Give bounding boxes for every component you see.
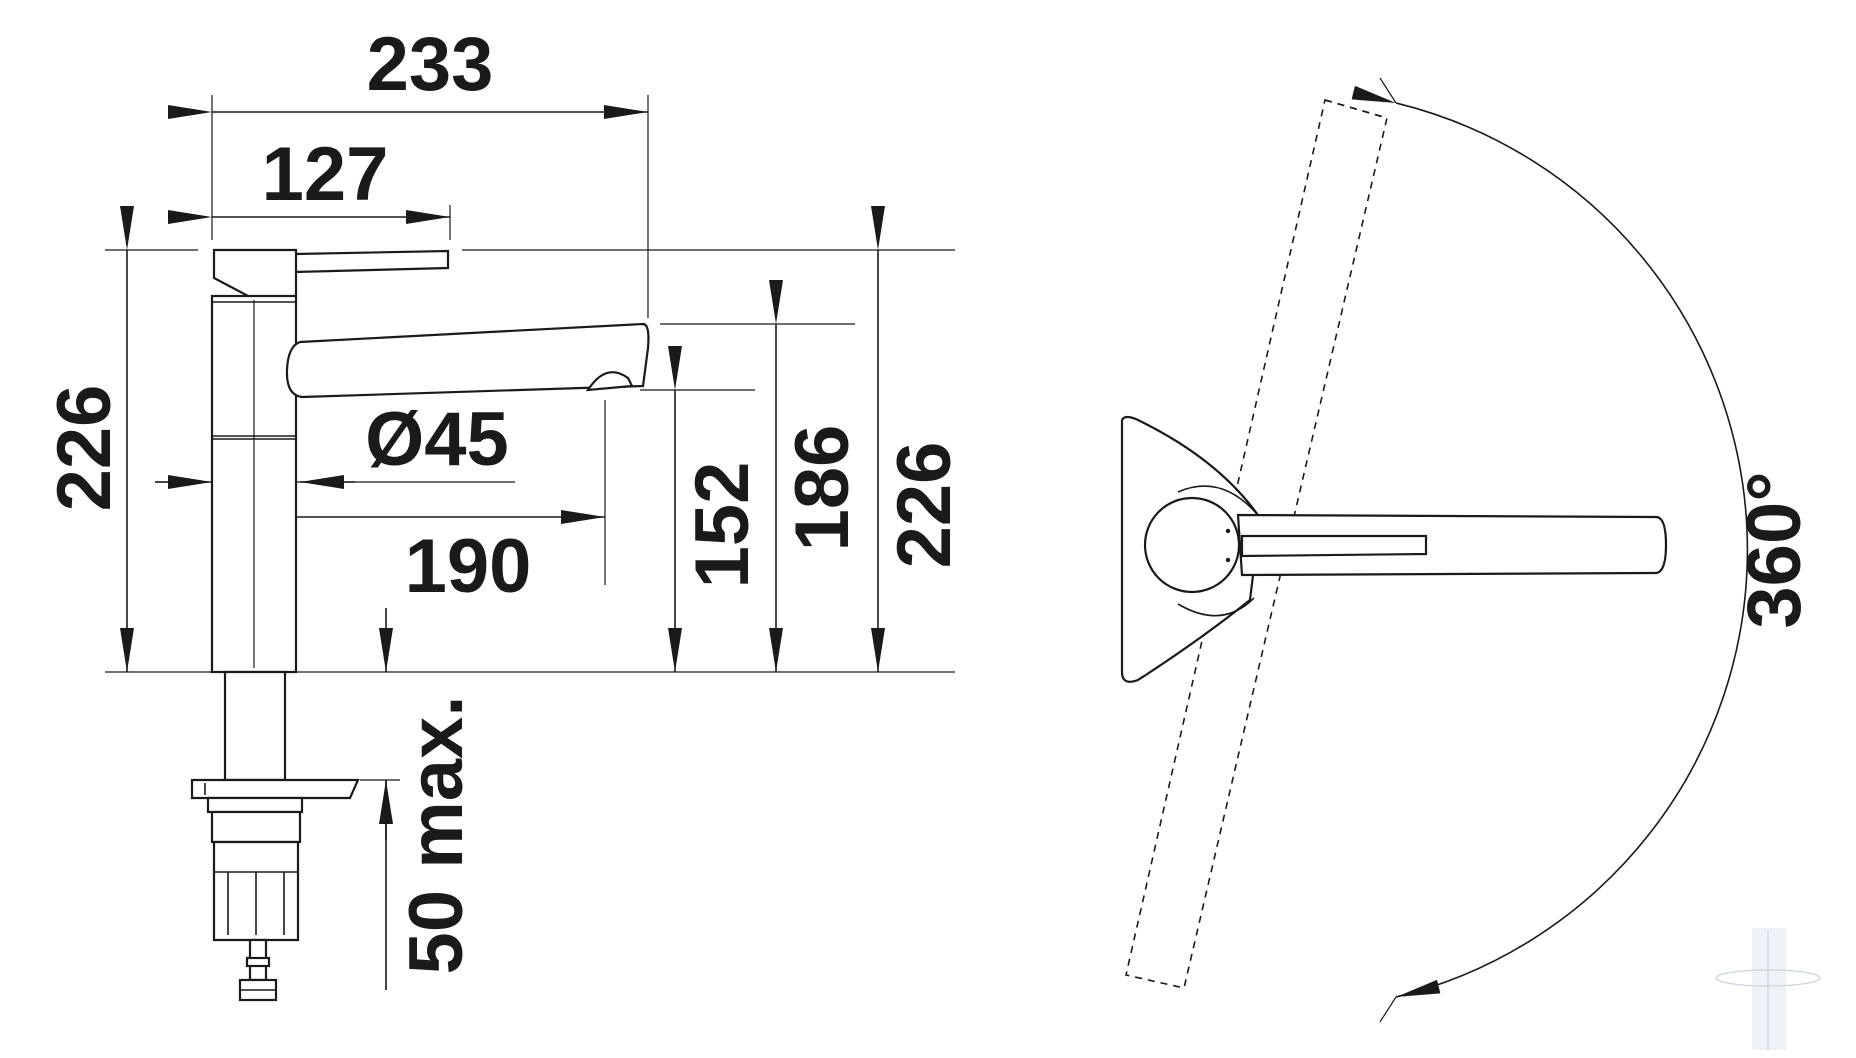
swivel-angle-label: 360° <box>1732 471 1817 628</box>
handle-top <box>1240 534 1428 558</box>
spout <box>285 322 650 399</box>
handle-length-label: 127 <box>262 132 389 217</box>
shank <box>223 670 287 782</box>
height-left-label: 226 <box>42 385 127 512</box>
mounting-nut <box>206 796 304 814</box>
mounting-plate <box>190 778 360 800</box>
swivel-arc <box>1351 85 1749 998</box>
deck-thickness-label: 50 max. <box>394 696 479 975</box>
outlet-height-label: 152 <box>680 462 765 589</box>
dimension-lines <box>120 105 885 990</box>
base-diameter-label: Ø45 <box>365 397 509 482</box>
aerator <box>585 371 634 392</box>
faucet-body <box>190 248 650 1002</box>
spout-top <box>1236 513 1668 577</box>
height-right-label: 226 <box>882 442 967 569</box>
watermark-icon <box>1715 928 1821 1050</box>
side-view: 233 127 Ø45 190 226 152 186 226 50 max. <box>42 22 967 1002</box>
top-view: 360° <box>1120 77 1817 1023</box>
spout-reach-label: 190 <box>405 524 532 609</box>
spout-height-label: 186 <box>780 425 865 552</box>
column-top <box>1143 496 1241 594</box>
handle-block <box>212 248 298 299</box>
handle-lever <box>293 249 450 274</box>
overall-width-label: 233 <box>367 22 494 107</box>
